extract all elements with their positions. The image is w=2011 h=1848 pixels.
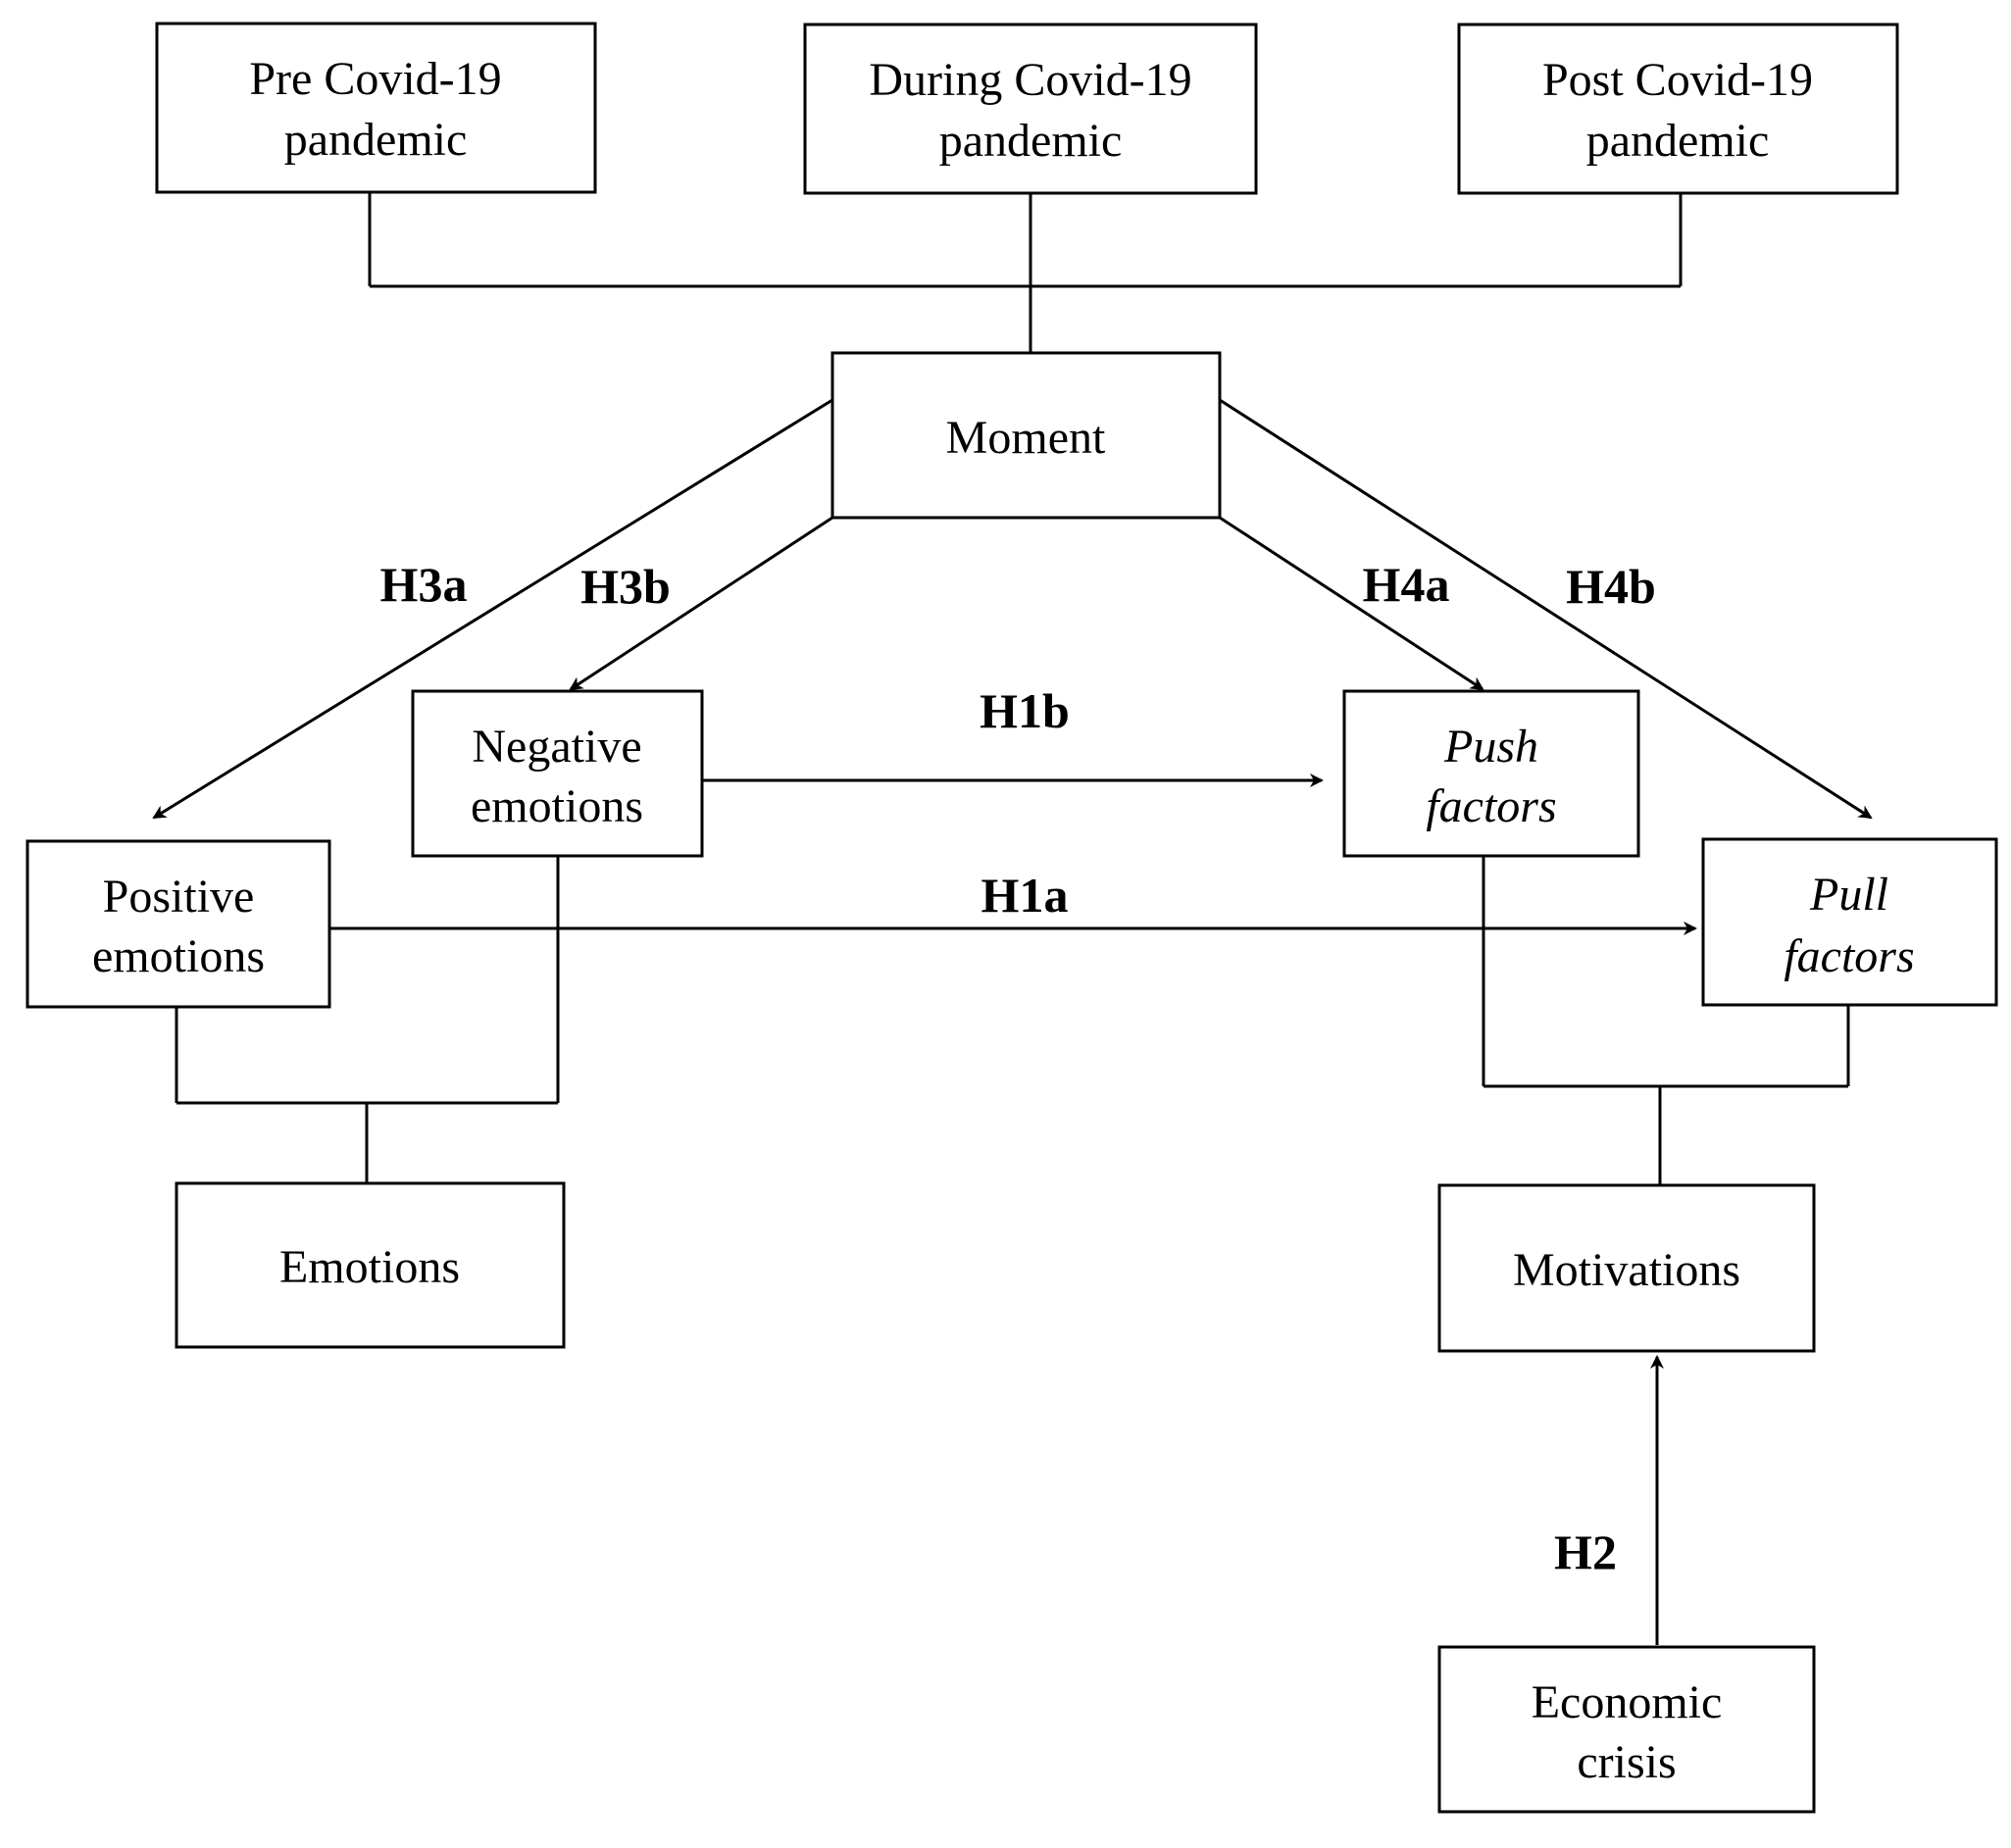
node-moment: Moment xyxy=(830,351,1222,520)
node-positive-line2: emotions xyxy=(92,930,265,982)
node-post-covid: Post Covid-19 pandemic xyxy=(1457,23,1899,195)
node-motivations-label: Motivations xyxy=(1513,1244,1740,1296)
node-pre-covid-line1: Pre Covid-19 xyxy=(249,53,501,105)
node-economic-crisis: Economic crisis xyxy=(1437,1645,1816,1814)
hypothesis-label-h4a: H4a xyxy=(1363,557,1450,612)
node-negative-line2: emotions xyxy=(471,780,643,832)
hypothesis-label-h1a: H1a xyxy=(981,868,1069,923)
node-post-covid-line1: Post Covid-19 xyxy=(1542,54,1813,106)
node-economic-line2: crisis xyxy=(1577,1736,1676,1788)
node-motivations: Motivations xyxy=(1437,1183,1816,1353)
node-push-factors: Push factors xyxy=(1342,689,1640,858)
hypothesis-label-h4b: H4b xyxy=(1566,559,1656,614)
arrow-h4b xyxy=(1219,398,1873,820)
connector-lines xyxy=(175,192,1850,1185)
hypothesis-labels: H3a H3b H4a H4b H1b H1a H2 xyxy=(380,557,1656,1579)
node-pull-factors: Pull factors xyxy=(1701,837,1998,1007)
hypothesis-label-h1b: H1b xyxy=(980,683,1070,738)
node-emotions: Emotions xyxy=(175,1181,566,1349)
node-emotions-label: Emotions xyxy=(279,1241,460,1293)
node-economic-line1: Economic xyxy=(1532,1676,1723,1728)
node-during-covid: During Covid-19 pandemic xyxy=(803,23,1258,195)
node-positive-line1: Positive xyxy=(103,871,255,923)
node-pull-line1: Pull xyxy=(1809,869,1888,921)
node-moment-label: Moment xyxy=(946,412,1106,464)
node-pre-covid-line2: pandemic xyxy=(284,114,468,166)
node-during-covid-line1: During Covid-19 xyxy=(869,54,1191,106)
arrow-h3b xyxy=(569,516,833,691)
node-push-line2: factors xyxy=(1426,780,1556,832)
node-positive-emotions: Positive emotions xyxy=(25,839,331,1009)
node-post-covid-line2: pandemic xyxy=(1586,115,1770,167)
node-negative-line1: Negative xyxy=(472,721,641,773)
node-during-covid-line2: pandemic xyxy=(939,115,1123,167)
node-push-line1: Push xyxy=(1443,721,1538,773)
hypothesis-label-h2: H2 xyxy=(1554,1524,1617,1579)
arrow-h4a xyxy=(1219,516,1484,691)
node-pre-covid: Pre Covid-19 pandemic xyxy=(155,22,597,194)
node-negative-emotions: Negative emotions xyxy=(411,689,704,858)
hypothesis-label-h3a: H3a xyxy=(380,557,468,612)
node-pull-line2: factors xyxy=(1784,930,1914,982)
arrow-h3a xyxy=(152,398,833,820)
hypothesis-label-h3b: H3b xyxy=(580,559,671,614)
arrows xyxy=(152,398,1873,1645)
